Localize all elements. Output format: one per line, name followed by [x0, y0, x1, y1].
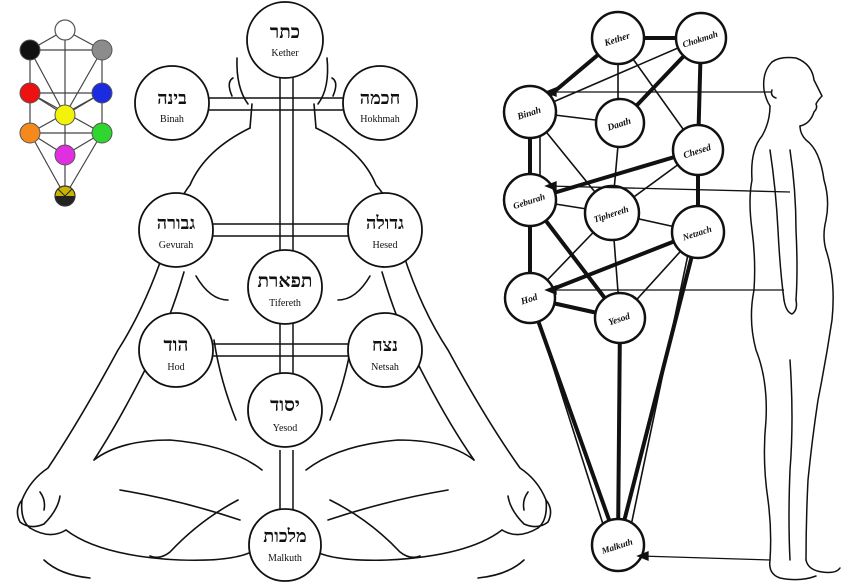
legend-binah-dot: [19, 39, 41, 61]
legend-chokmah-dot: [91, 39, 113, 61]
hod-latin-label: Hod: [167, 362, 184, 373]
hokhmah-hebrew-label: חכמה: [360, 88, 400, 109]
sephirah-gevurah-node: [138, 192, 214, 268]
tifereth-latin-label: Tifereth: [269, 298, 301, 309]
sephirah-tifereth-node: [247, 249, 323, 325]
right-geburah-node: [502, 172, 558, 228]
hesed-latin-label: Hesed: [373, 240, 398, 251]
right-netzach-node: [670, 204, 726, 260]
sephirah-yesod-node: [247, 372, 323, 448]
tifereth-hebrew-label: תפארת: [257, 270, 312, 292]
right-yesod-node: [593, 291, 647, 345]
legend-tiphareth-dot: [54, 104, 76, 126]
kether-hebrew-label: כתר: [270, 21, 300, 43]
sephirah-netsah-node: [347, 312, 423, 388]
standing-figure-outline: [749, 56, 841, 581]
sephirah-binah-node: [134, 65, 210, 141]
netsah-latin-label: Netsah: [371, 362, 399, 373]
right-chesed-node: [671, 123, 725, 177]
legend-malkuth-dot: [54, 185, 76, 207]
seated-figure-outline: [16, 57, 552, 579]
right-kether-node: [590, 10, 646, 66]
legend-yesod-dot: [54, 144, 76, 166]
binah-latin-label: Binah: [160, 114, 184, 125]
sephirah-hokhmah-node: [342, 65, 418, 141]
binah-hebrew-label: בינה: [157, 88, 187, 109]
gevurah-hebrew-label: גבורה: [157, 213, 195, 234]
left-sephiroth-labels: כתר Kether בינה Binah חכמה Hokhmah גבורה…: [157, 21, 404, 564]
sephirah-hesed-node: [347, 192, 423, 268]
sephirah-kether-node: [246, 1, 324, 79]
correspondence-arrows: [544, 87, 791, 561]
sephirah-malkuth-node: [248, 508, 322, 582]
malkuth-latin-label: Malkuth: [268, 553, 302, 564]
netsah-hebrew-label: נצח: [372, 335, 398, 356]
sephirah-hod-node: [138, 312, 214, 388]
kether-latin-label: Kether: [271, 48, 299, 59]
right-malkuth-node: [590, 517, 646, 573]
yesod-latin-label: Yesod: [273, 423, 298, 434]
legend-hod-dot: [19, 122, 41, 144]
legend-netzach-dot: [91, 122, 113, 144]
right-hod-node: [503, 271, 557, 325]
malkuth-hebrew-label: מלכות: [263, 526, 306, 547]
legend-chesed-dot: [91, 82, 113, 104]
hokhmah-latin-label: Hokhmah: [360, 114, 399, 125]
right-tree-nodes: [502, 10, 728, 573]
hesed-hebrew-label: גדולה: [366, 213, 404, 234]
right-chokmah-node: [674, 11, 728, 65]
legend-kether-dot: [54, 19, 76, 41]
gevurah-latin-label: Gevurah: [159, 240, 193, 251]
legend-gevurah-dot: [19, 82, 41, 104]
right-daath-node: [594, 97, 646, 149]
left-sephiroth-nodes: [134, 1, 423, 582]
hod-hebrew-label: הוד: [164, 334, 189, 356]
right-tiphereth-node: [583, 184, 641, 242]
right-binah-node: [502, 84, 558, 140]
left-tree-channels: [206, 62, 358, 512]
yesod-hebrew-label: יסוד: [270, 394, 300, 416]
